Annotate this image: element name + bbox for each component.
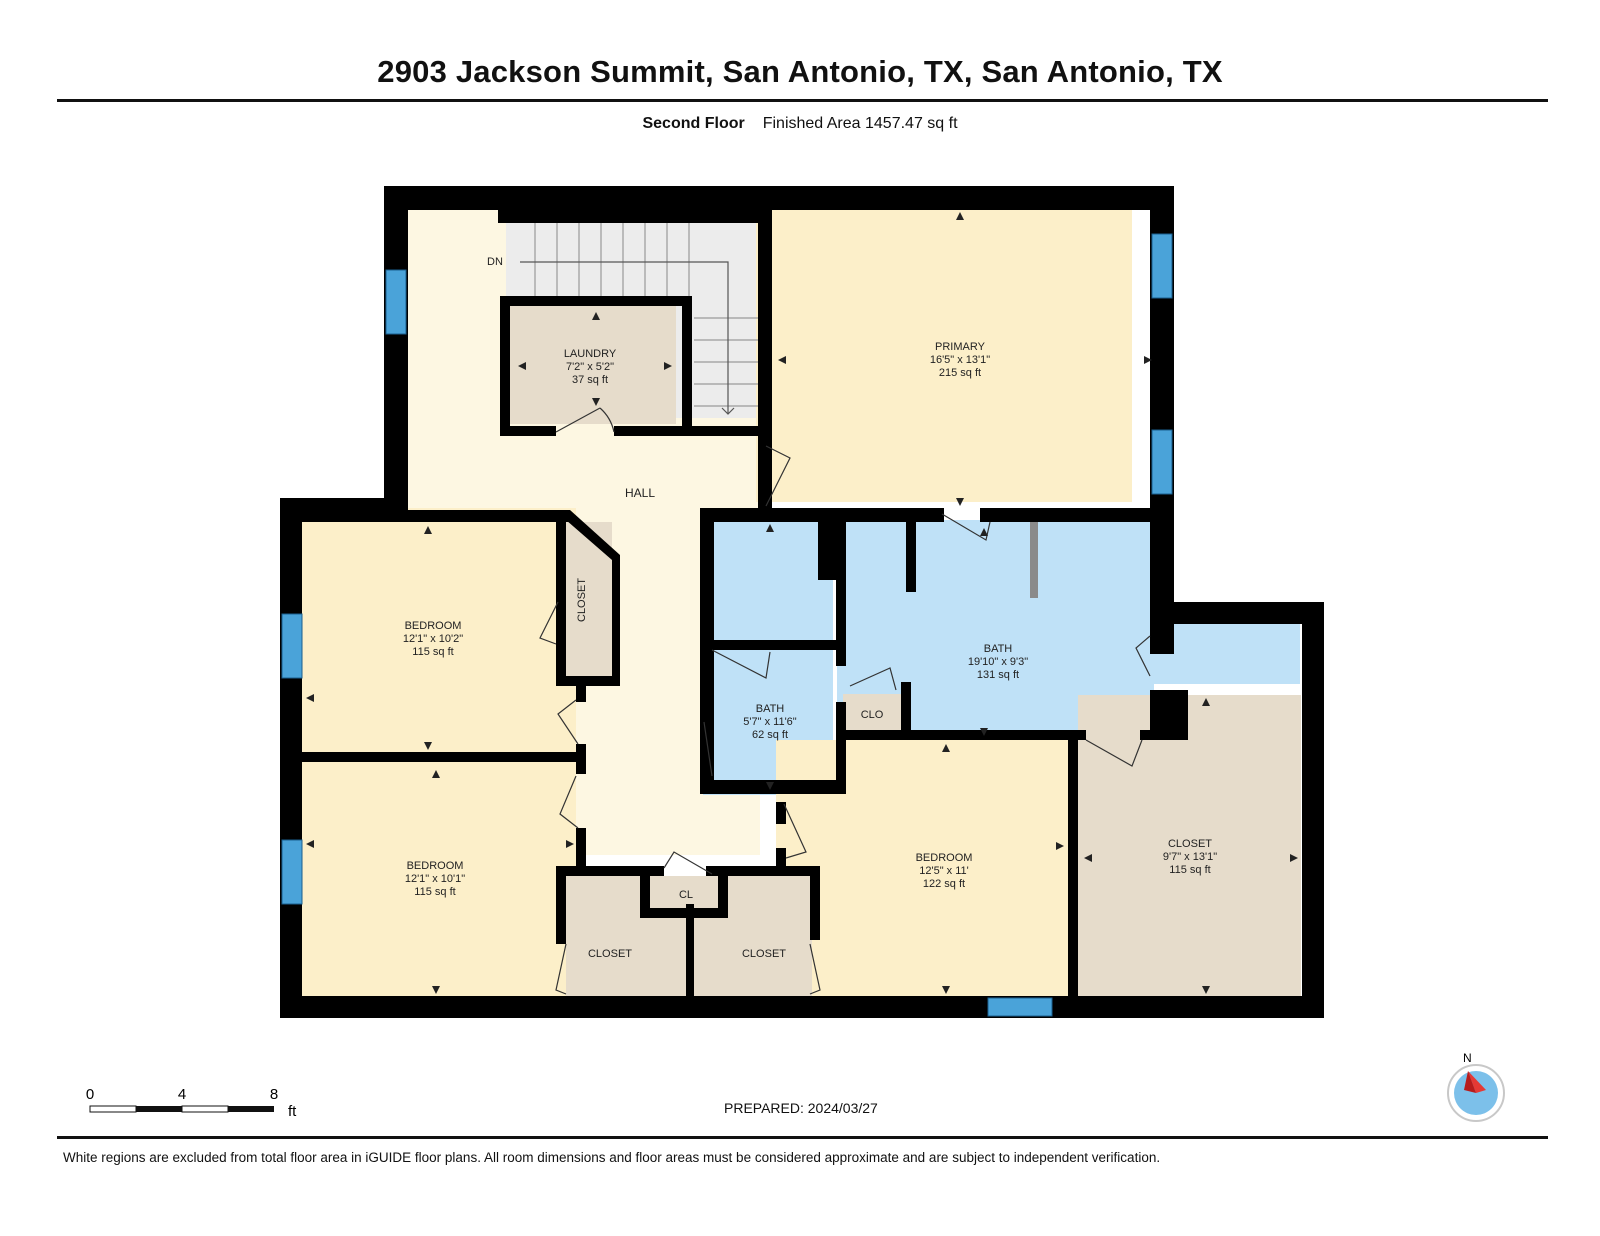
closet-large-dims: 9'7" x 13'1" (1163, 851, 1217, 863)
floor-name: Second Floor (642, 115, 745, 132)
bedroom2-name: BEDROOM (407, 860, 464, 872)
primary-area: 215 sq ft (939, 367, 981, 379)
clo-fill (843, 694, 901, 736)
bedroom2-fill (296, 752, 576, 998)
laundry-fill (500, 300, 676, 424)
bath-large-dims: 19'10" x 9'3" (968, 656, 1028, 668)
bedroom1-area: 115 sq ft (412, 646, 453, 658)
door-laundry (555, 407, 615, 433)
compass-icon: N (1447, 1051, 1505, 1122)
finished-area: Finished Area 1457.47 sq ft (762, 115, 958, 132)
door-bath-large (941, 513, 991, 541)
window-primary-top (1151, 233, 1173, 299)
cl-name: CL (679, 889, 693, 901)
door-closet-large (1085, 739, 1143, 767)
door-bedroom1 (557, 699, 579, 745)
primary-dims: 16'5" x 13'1" (930, 354, 990, 366)
scale-unit: ft (288, 1103, 297, 1120)
bedroom3-area: 122 sq ft (923, 878, 965, 890)
bath-large-name: BATH (984, 643, 1013, 655)
dimension-arrows (306, 212, 1298, 994)
scale-bar: 0 4 8 ft (86, 1086, 297, 1120)
bedroom3-dims: 12'5" x 11' (919, 865, 969, 877)
clo-name: CLO (861, 709, 884, 721)
bath-large-area: 131 sq ft (977, 669, 1019, 681)
bedroom1-dims: 12'1" x 10'2" (403, 633, 463, 645)
disclaimer: White regions are excluded from total fl… (63, 1150, 1161, 1165)
doors (539, 407, 1151, 995)
window-stair (385, 269, 407, 335)
bedroom2-area: 115 sq ft (414, 886, 455, 898)
door-bedroom2 (559, 775, 579, 829)
door-clo (849, 667, 897, 691)
door-closet-right (809, 943, 821, 995)
laundry-name: LAUNDRY (564, 348, 617, 360)
laundry-area: 37 sq ft (572, 374, 608, 386)
door-closet-left (555, 943, 567, 995)
compass-north-label: N (1463, 1051, 1472, 1065)
windows (281, 233, 1173, 1017)
window-bedroom1 (281, 613, 303, 679)
window-bedroom2 (281, 839, 303, 905)
closet-right-name: CLOSET (742, 948, 786, 960)
stairs-dn-label: DN (487, 256, 503, 268)
bedroom1-fill (296, 508, 576, 752)
closet-large-area: 115 sq ft (1169, 864, 1210, 876)
closet-large-fill (1078, 695, 1301, 998)
door-bedroom3 (783, 803, 807, 859)
plan-title: 2903 Jackson Summit, San Antonio, TX, Sa… (377, 54, 1223, 89)
bath-annex-fill (1150, 622, 1300, 684)
header-rule (57, 99, 1548, 102)
footer-rule (57, 1136, 1548, 1139)
closet-large-name: CLOSET (1168, 838, 1212, 850)
stair-treads (520, 220, 760, 415)
bedroom2-dims: 12'1" x 10'1" (405, 873, 465, 885)
primary-fill (756, 205, 1132, 502)
room-fills (296, 205, 1301, 998)
floor-subtitle: Second Floor Finished Area 1457.47 sq ft (0, 115, 1600, 133)
bath-small-name: BATH (756, 703, 785, 715)
primary-name: PRIMARY (935, 341, 986, 353)
hall-name: HALL (625, 486, 655, 500)
bath-small-dims: 5'7" x 11'6" (743, 716, 796, 728)
bedroom1-name: BEDROOM (405, 620, 462, 632)
closet-left-name: CLOSET (588, 948, 632, 960)
door-bath-small-top (711, 649, 771, 679)
door-bath-small-side (703, 721, 713, 777)
door-primary (765, 445, 791, 507)
room-labels: DN LAUNDRY 7'2" x 5'2" 37 sq ft PRIMARY … (403, 256, 1217, 960)
bath-small-top-fill (703, 520, 833, 645)
closet-vertical-name: CLOSET (576, 578, 588, 622)
bedroom3-name: BEDROOM (916, 852, 973, 864)
door-cl (663, 851, 713, 875)
laundry-dims: 7'2" x 5'2" (566, 361, 614, 373)
scale-tick-0: 0 (86, 1086, 94, 1103)
window-primary-bottom (1151, 429, 1173, 495)
door-closet-vertical (539, 601, 559, 645)
scale-tick-4: 4 (178, 1086, 186, 1103)
door-bath-annex (1135, 635, 1151, 677)
bath-small-area: 62 sq ft (752, 729, 788, 741)
scale-tick-8: 8 (270, 1086, 278, 1103)
window-bedroom3 (987, 997, 1053, 1017)
prepared-date: PREPARED: 2024/03/27 (724, 1100, 878, 1116)
